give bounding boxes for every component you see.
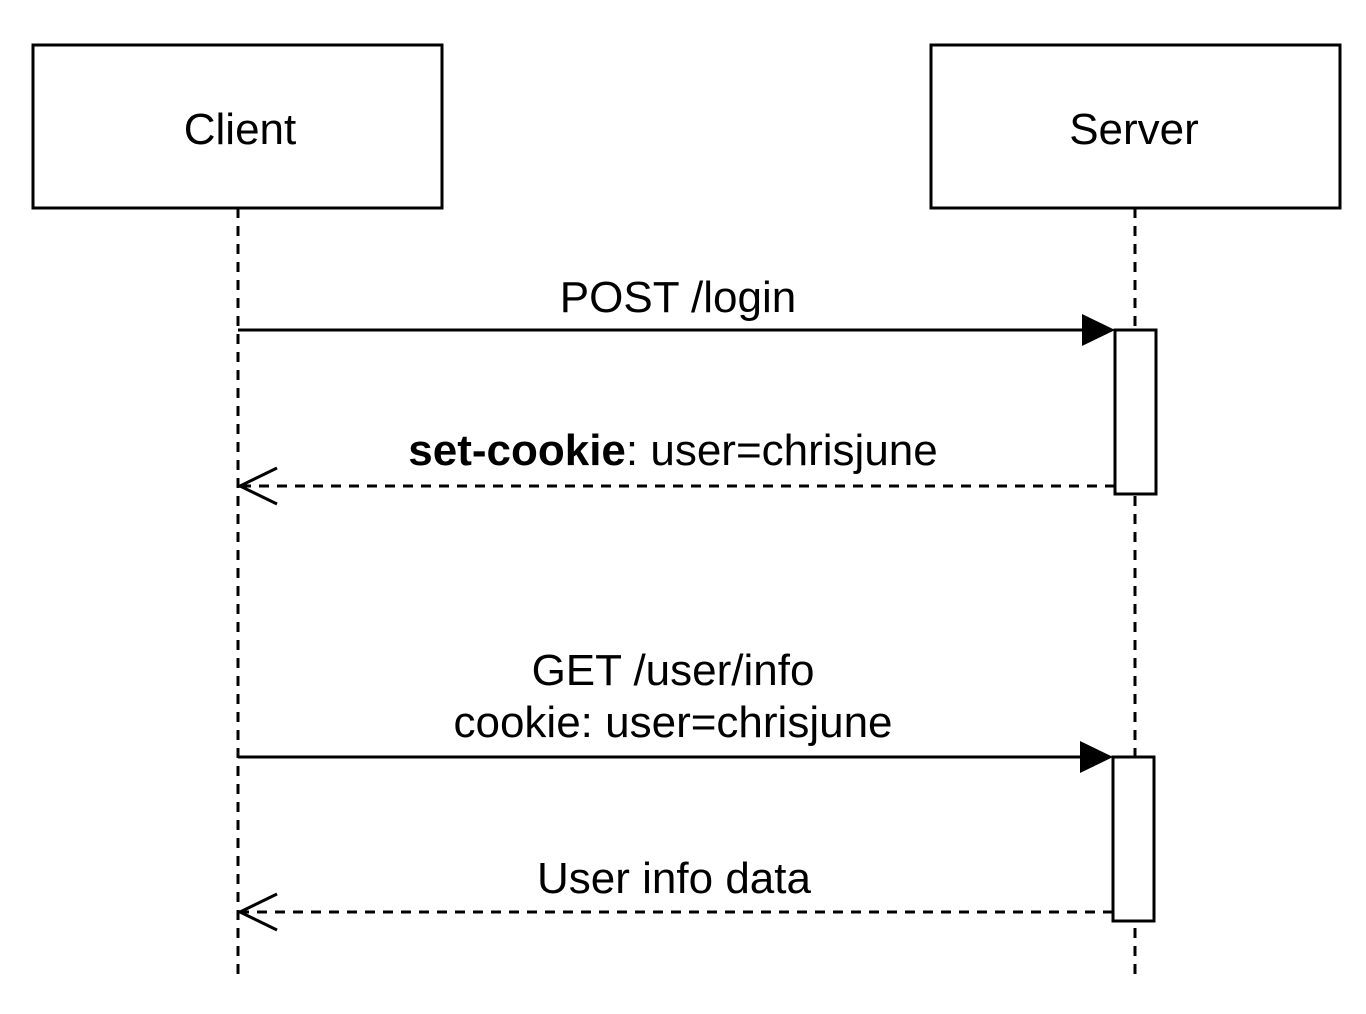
message-label-get-user-info: GET /user/info: [531, 646, 815, 695]
set-cookie-header-value: : user=chrisjune: [625, 426, 938, 475]
open-arrowhead-4: [236, 892, 278, 932]
message-label-user-info-data: User info data: [537, 854, 811, 903]
message-label-cookie: cookie: user=chrisjune: [453, 698, 893, 747]
client-participant-box: [31, 43, 444, 210]
server-participant-box: [929, 43, 1342, 210]
server-activation-2: [1111, 755, 1156, 923]
set-cookie-header-name: set-cookie: [408, 426, 626, 475]
filled-arrowhead-3: [1080, 741, 1113, 773]
server-activation-1: [1113, 328, 1158, 496]
client-label: Client: [183, 105, 297, 154]
message-label-post-login: POST /login: [559, 273, 797, 322]
server-label: Server: [1069, 105, 1199, 154]
open-arrowhead-2: [236, 466, 278, 506]
message-label-set-cookie: set-cookie: user=chrisjune: [408, 425, 937, 477]
filled-arrowhead-1: [1082, 314, 1115, 346]
